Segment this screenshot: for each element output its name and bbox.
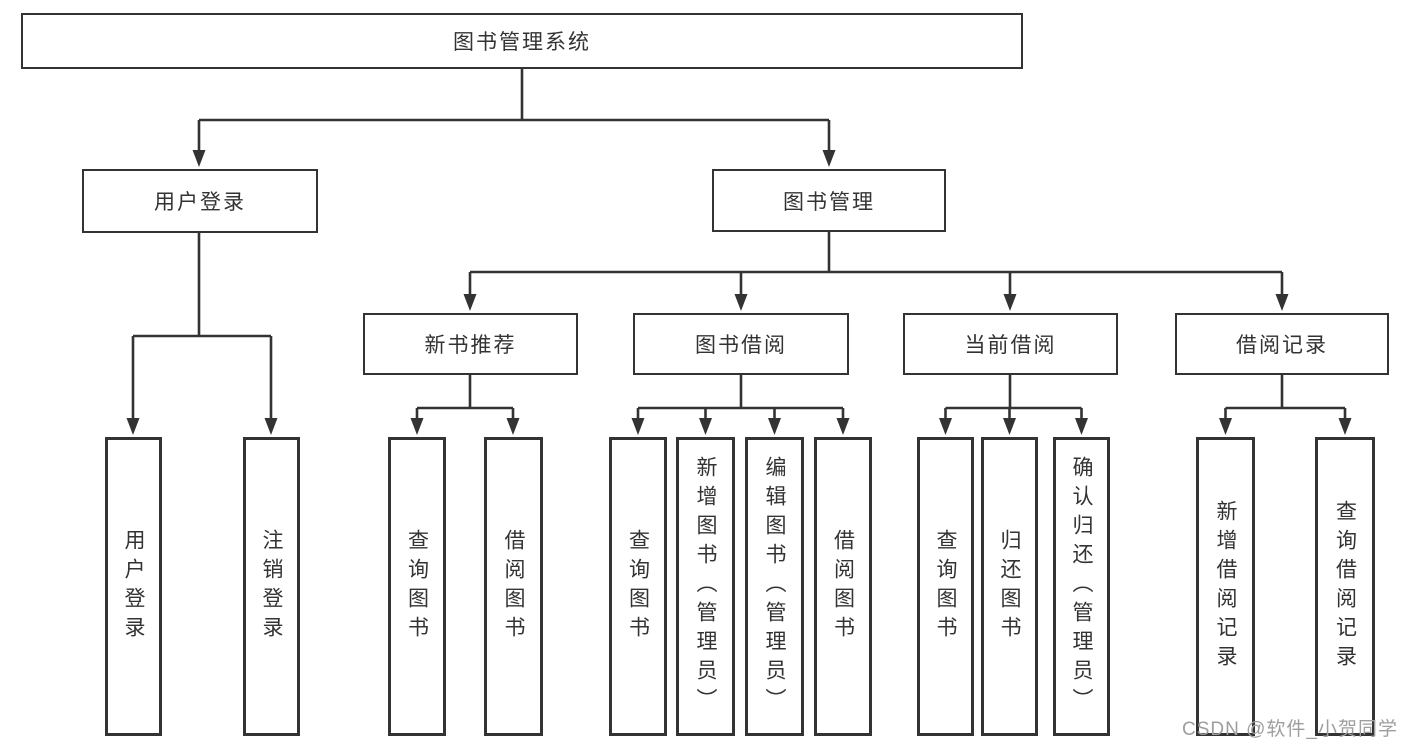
- node-label: 查询图书: [626, 528, 650, 645]
- node-label: 查询图书: [934, 528, 957, 645]
- leaf-query-books-current: 查询图书: [917, 437, 974, 736]
- node-label: 新增图书（管理员）: [694, 456, 717, 717]
- leaf-borrow-books-recommend: 借阅图书: [484, 437, 543, 736]
- node-book-borrowing: 图书借阅: [633, 313, 849, 375]
- leaf-user-login: 用户登录: [105, 437, 162, 736]
- leaf-query-books-recommend: 查询图书: [388, 437, 446, 736]
- leaf-add-borrow-record: 新增借阅记录: [1196, 437, 1255, 736]
- node-label: 确认归还（管理员）: [1070, 456, 1093, 717]
- node-label: 编辑图书（管理员）: [763, 456, 786, 717]
- node-label: 借阅记录: [1236, 334, 1328, 357]
- node-new-book-recommendation: 新书推荐: [363, 313, 578, 375]
- node-current-borrowing: 当前借阅: [903, 313, 1118, 375]
- leaf-query-borrow-record: 查询借阅记录: [1315, 437, 1375, 736]
- node-label: 归还图书: [998, 528, 1021, 645]
- node-label: 查询图书: [405, 528, 429, 645]
- node-borrowing-records: 借阅记录: [1175, 313, 1389, 375]
- leaf-borrow-books: 借阅图书: [814, 437, 872, 736]
- node-label: 借阅图书: [831, 528, 855, 645]
- node-label: 借阅图书: [502, 528, 525, 645]
- node-label: 用户登录: [154, 191, 246, 214]
- node-label: 用户登录: [122, 528, 145, 645]
- leaf-add-book-admin: 新增图书（管理员）: [676, 437, 735, 736]
- leaf-query-books-borrowing: 查询图书: [609, 437, 667, 736]
- node-label: 注销登录: [260, 528, 283, 645]
- node-label: 新增借阅记录: [1214, 499, 1237, 674]
- leaf-edit-book-admin: 编辑图书（管理员）: [745, 437, 804, 736]
- node-label: 新书推荐: [424, 334, 517, 357]
- csdn-watermark: CSDN @软件_小贺同学: [1182, 719, 1398, 740]
- node-library-management-system: 图书管理系统: [21, 13, 1023, 69]
- leaf-return-book: 归还图书: [981, 437, 1038, 736]
- node-label: 图书管理系统: [453, 31, 591, 54]
- node-user-login: 用户登录: [82, 169, 318, 233]
- node-label: 图书借阅: [695, 334, 787, 357]
- node-book-management: 图书管理: [712, 169, 946, 232]
- node-label: 当前借阅: [964, 334, 1057, 357]
- node-label: 图书管理: [783, 190, 875, 214]
- leaf-logout: 注销登录: [243, 437, 300, 736]
- leaf-confirm-return-admin: 确认归还（管理员）: [1053, 437, 1110, 736]
- node-label: 查询借阅记录: [1333, 499, 1357, 674]
